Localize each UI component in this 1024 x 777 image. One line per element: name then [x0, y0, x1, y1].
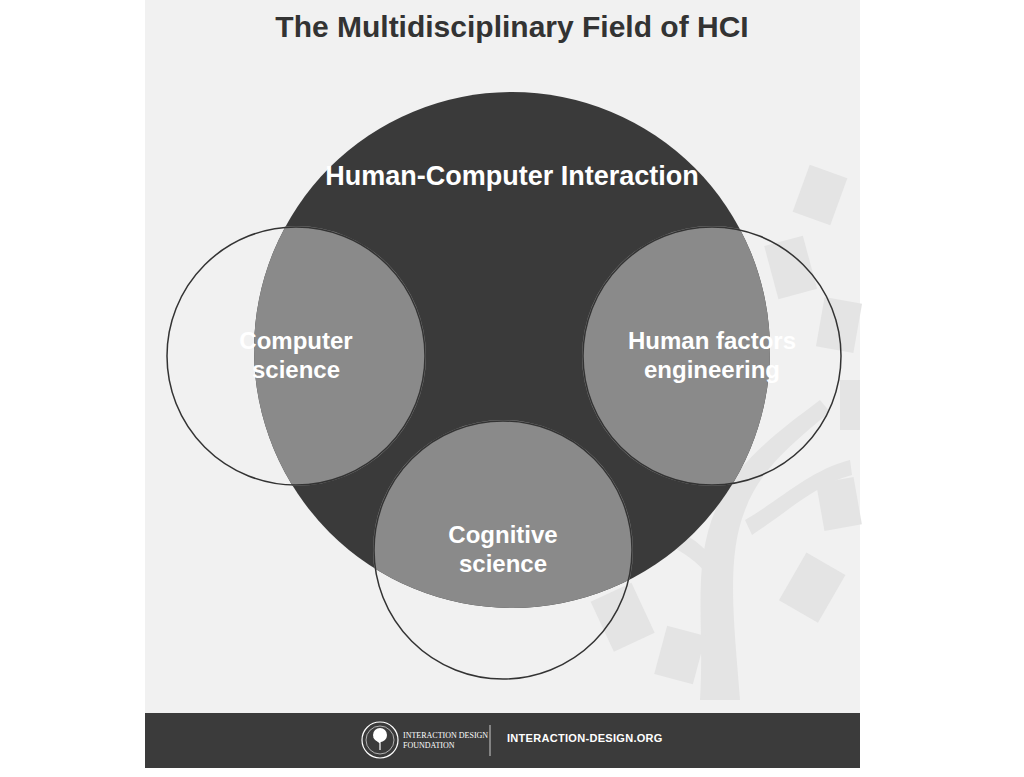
- separator: [489, 713, 493, 768]
- footer-bar: INTERACTION DESIGN FOUNDATION INTERACTION…: [145, 713, 860, 768]
- diagram-title: The Multidisciplinary Field of HCI: [0, 10, 1024, 44]
- website-url: INTERACTION-DESIGN.ORG: [507, 732, 663, 744]
- discipline-label: Cognitive science: [428, 521, 578, 579]
- foundation-logo: [350, 713, 410, 768]
- discipline-label: Human factors engineering: [612, 327, 812, 385]
- discipline-circle: Cognitive science: [373, 420, 633, 680]
- discipline-circle: Human factors engineering: [582, 226, 842, 486]
- panel: [145, 0, 860, 713]
- foundation-name: INTERACTION DESIGN FOUNDATION: [403, 731, 493, 750]
- field-label: Human-Computer Interaction: [254, 160, 770, 192]
- discipline-label: Computer science: [221, 327, 371, 385]
- discipline-circle: Computer science: [166, 226, 426, 486]
